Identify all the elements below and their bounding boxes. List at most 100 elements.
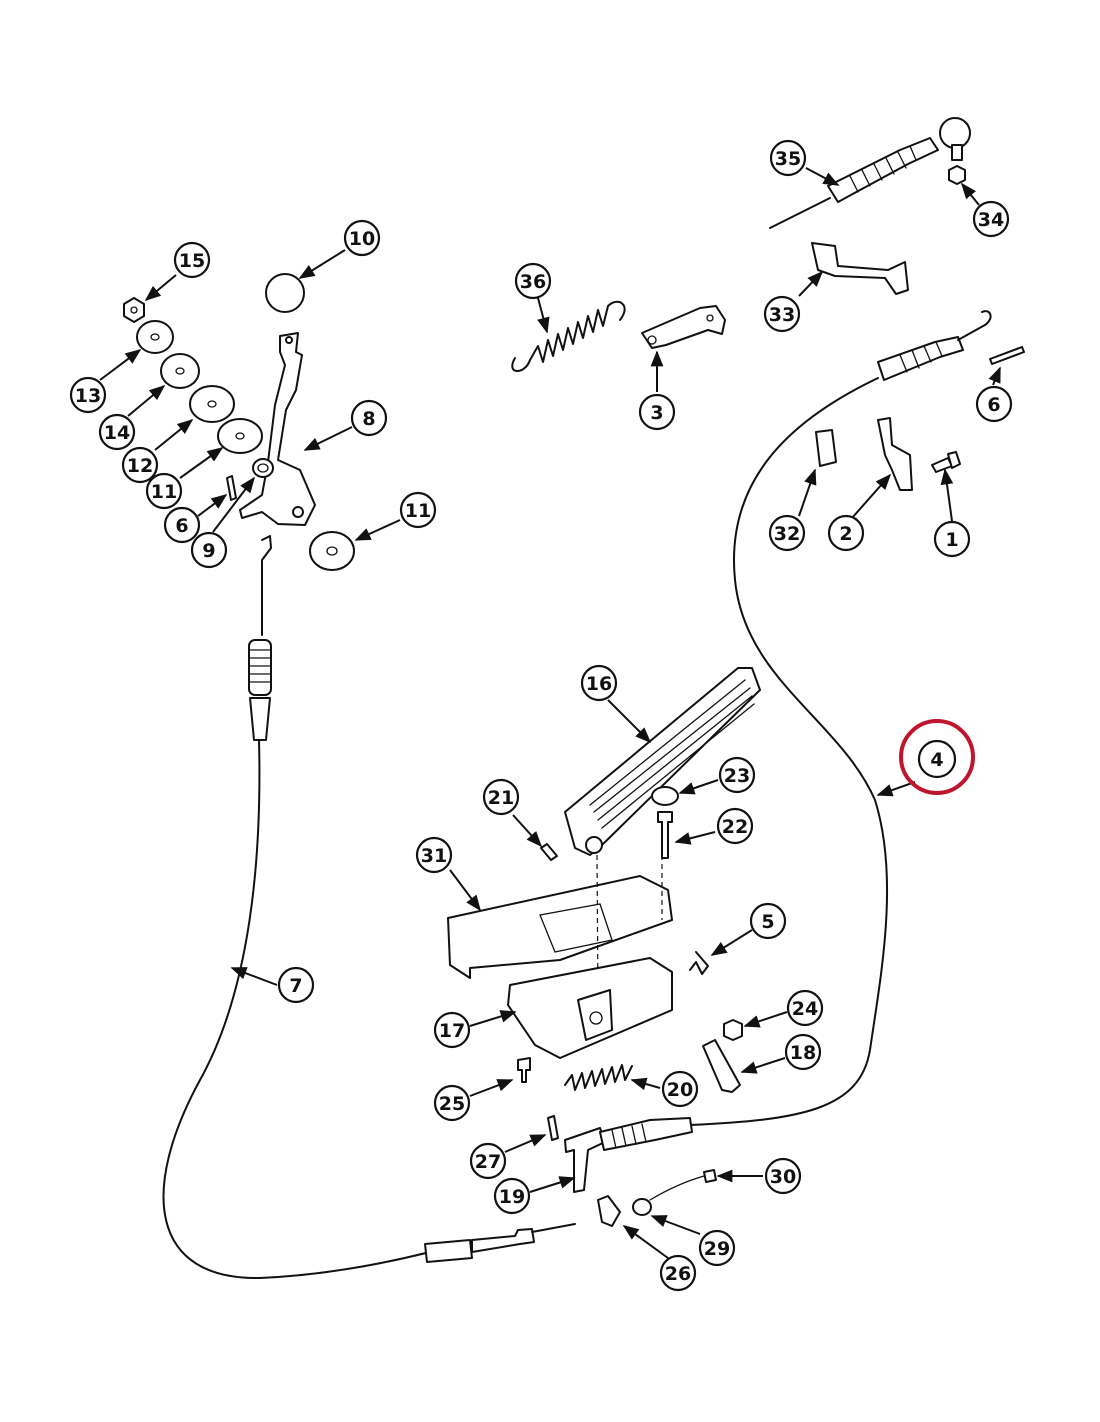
svg-text:34: 34	[978, 209, 1004, 231]
nut-hole	[130, 306, 138, 314]
svg-text:5: 5	[761, 911, 774, 933]
callout-8: 8	[350, 399, 388, 437]
callout-23: 23	[718, 756, 756, 794]
callout-7: 7	[277, 966, 315, 1004]
svg-text:10: 10	[349, 228, 375, 250]
callout-27: 27	[469, 1142, 507, 1180]
svg-text:33: 33	[769, 304, 795, 326]
callout-26: 26	[659, 1254, 697, 1292]
pedal-hinge	[585, 836, 603, 854]
base-mount	[577, 989, 613, 1041]
svg-text:30: 30	[770, 1166, 796, 1188]
bushing-hole	[257, 463, 269, 473]
svg-text:25: 25	[439, 1093, 465, 1115]
bracket-hole	[706, 314, 714, 322]
leader-lines	[99, 167, 1001, 1259]
svg-text:1: 1	[945, 529, 958, 551]
callout-10: 10	[343, 219, 381, 257]
svg-text:6: 6	[175, 515, 188, 537]
callout-13: 13	[69, 376, 107, 414]
part-8-lever	[239, 332, 316, 526]
part-7-cable-end-rod	[471, 1228, 535, 1253]
callout-4: 4	[917, 739, 957, 779]
svg-text:4: 4	[930, 749, 943, 771]
part-7-cable-ferrule	[249, 697, 271, 741]
part-13-washer	[136, 320, 174, 354]
part-30-fitting	[703, 1169, 717, 1183]
part-3-bracket	[641, 305, 726, 349]
boot-ribs	[249, 649, 271, 683]
washer-hole	[175, 367, 185, 375]
callout-17: 17	[433, 1011, 471, 1049]
part-9-bushing	[252, 458, 274, 478]
part-24-nut	[723, 1019, 743, 1041]
svg-text:12: 12	[127, 455, 153, 477]
part-10-knob	[265, 273, 305, 313]
part-23-bumper	[651, 786, 679, 806]
part-7-cable-boot	[248, 639, 272, 696]
callout-24: 24	[786, 989, 824, 1027]
part-4-cable-boot	[877, 336, 964, 381]
boot-ribs	[849, 145, 917, 193]
part-7-cable-end	[424, 1239, 473, 1263]
washer-hole	[150, 333, 160, 341]
part-26-stud	[597, 1195, 621, 1227]
part-22-bolt	[657, 811, 673, 859]
washer-hole	[235, 432, 245, 440]
part-4-cable-end	[599, 1117, 693, 1151]
callout-6-left: 6	[163, 506, 201, 544]
callout-31: 31	[415, 836, 453, 874]
part-15-nut	[123, 297, 145, 323]
svg-text:18: 18	[790, 1042, 816, 1064]
svg-text:9: 9	[202, 540, 215, 562]
callout-11-upper: 11	[145, 472, 183, 510]
svg-text:2: 2	[839, 523, 852, 545]
svg-text:8: 8	[362, 408, 375, 430]
part-4-cable-line	[689, 377, 889, 1126]
part-16-pedal	[564, 667, 761, 856]
boot-ribs	[611, 1123, 647, 1149]
svg-text:15: 15	[179, 250, 205, 272]
part-19-link	[564, 1127, 606, 1193]
part-11-washer	[217, 418, 263, 454]
plate-cutout	[539, 903, 613, 953]
callout-25: 25	[433, 1084, 471, 1122]
svg-text:21: 21	[488, 787, 514, 809]
svg-text:19: 19	[499, 1186, 525, 1208]
callout-30: 30	[764, 1157, 802, 1195]
svg-text:36: 36	[520, 271, 546, 293]
callout-16: 16	[580, 664, 618, 702]
callout-1: 1	[933, 520, 971, 558]
callout-35: 35	[769, 139, 807, 177]
svg-text:6: 6	[987, 394, 1000, 416]
part-35-boot	[827, 137, 939, 203]
callout-15: 15	[173, 241, 211, 279]
highlight-ring	[899, 719, 975, 795]
part-25-bolt	[517, 1057, 531, 1083]
lever-top-hole	[285, 336, 293, 344]
svg-text:26: 26	[665, 1263, 691, 1285]
pedal-ridges	[589, 679, 755, 829]
svg-text:27: 27	[475, 1151, 501, 1173]
svg-text:7: 7	[289, 975, 302, 997]
part-5-clip	[689, 951, 709, 975]
part-29-cap	[632, 1198, 652, 1216]
rod-end-stud	[951, 144, 963, 161]
part-6-cotter-pin-left	[226, 475, 237, 501]
callout-12: 12	[121, 446, 159, 484]
part-36-spring	[511, 300, 626, 372]
washer-hole	[326, 546, 338, 556]
svg-text:35: 35	[775, 148, 801, 170]
washer-hole	[207, 400, 217, 408]
svg-text:16: 16	[586, 673, 612, 695]
lever-hole	[292, 506, 304, 518]
callout-3: 3	[638, 393, 676, 431]
svg-text:20: 20	[667, 1079, 693, 1101]
svg-text:11: 11	[151, 481, 177, 503]
part-6-cotter-pin-right	[989, 346, 1025, 365]
callout-34: 34	[972, 200, 1010, 238]
callout-20: 20	[661, 1070, 699, 1108]
part-11-washer-lower	[309, 531, 355, 571]
part-35-cable	[769, 197, 831, 229]
